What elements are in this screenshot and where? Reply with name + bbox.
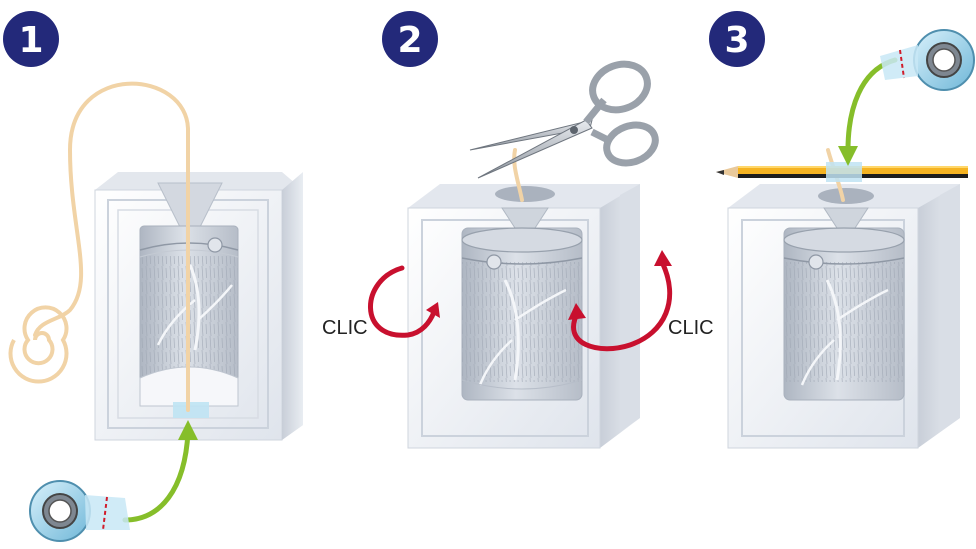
tape-patch: [173, 402, 209, 418]
step-1-illustration: [8, 81, 303, 542]
tape-roll-icon-top: [880, 29, 975, 91]
step-2-illustration: CLIC CLIC: [322, 60, 714, 449]
green-arrow-up: [122, 420, 198, 523]
tape-roll-icon: [29, 480, 130, 542]
step-3-illustration: [716, 29, 975, 449]
scissors-icon: [469, 60, 659, 179]
clic-label-right: CLIC: [668, 317, 714, 339]
step-number-1: 1: [18, 20, 43, 61]
clic-label-left: CLIC: [322, 317, 368, 339]
wick-spiral-icon: [8, 305, 69, 384]
clic-arrow-left: [368, 265, 440, 338]
mold-closed-with-pencil: [727, 184, 960, 449]
step-number-2: 2: [397, 20, 422, 61]
step-badge-3: 3: [709, 11, 765, 67]
wick: [33, 81, 190, 412]
step-badge-1: 1: [3, 11, 59, 67]
mold-closed: [407, 184, 640, 449]
wick-stub: [512, 148, 524, 202]
step-number-3: 3: [724, 20, 749, 61]
mold-half-open: [94, 172, 303, 441]
clic-arrow-right: [568, 250, 673, 352]
tape-patch-top: [826, 162, 862, 182]
step-badge-2: 2: [382, 11, 438, 67]
